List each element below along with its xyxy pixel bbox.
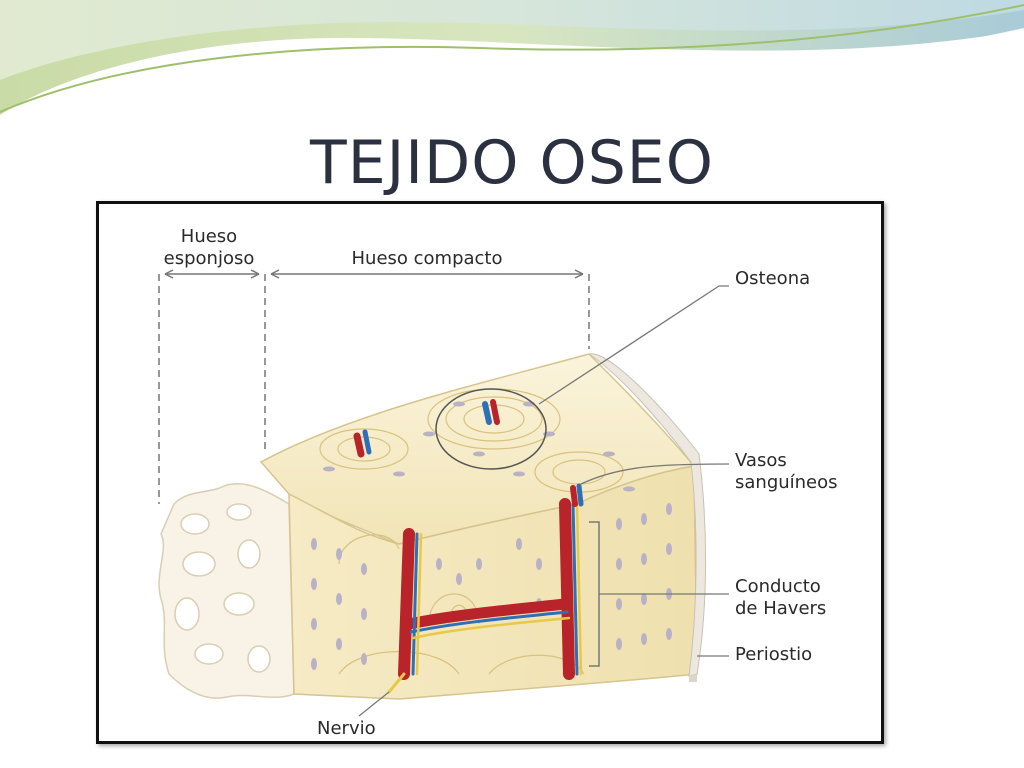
label-havers-canal-line1: Conducto	[735, 576, 821, 597]
label-spongy-bone-line2: esponjoso	[164, 248, 255, 269]
label-osteon: Osteona	[735, 268, 810, 289]
bone-diagram: Hueso esponjoso Hueso compacto Osteona V…	[158, 226, 838, 739]
label-compact-bone: Hueso compacto	[352, 248, 503, 269]
osteon-highlight	[435, 388, 547, 470]
dimension-markers	[158, 269, 590, 504]
spongy-bone	[158, 482, 295, 699]
label-nerve: Nervio	[317, 718, 376, 739]
slide-title: TEJIDO OSEO	[310, 128, 714, 198]
label-periosteum: Periostio	[735, 644, 812, 665]
leader-lines	[358, 285, 730, 717]
bone-tissue-figure: Hueso esponjoso Hueso compacto Osteona V…	[96, 201, 884, 744]
blood-vessels	[387, 498, 583, 694]
compact-bone-front	[288, 465, 698, 700]
label-blood-vessels-line1: Vasos	[735, 450, 787, 471]
label-spongy-bone-line1: Hueso	[181, 226, 237, 247]
vessel-stubs	[353, 399, 584, 507]
label-blood-vessels-line2: sanguíneos	[735, 472, 838, 493]
label-havers-canal-line2: de Havers	[735, 598, 826, 619]
